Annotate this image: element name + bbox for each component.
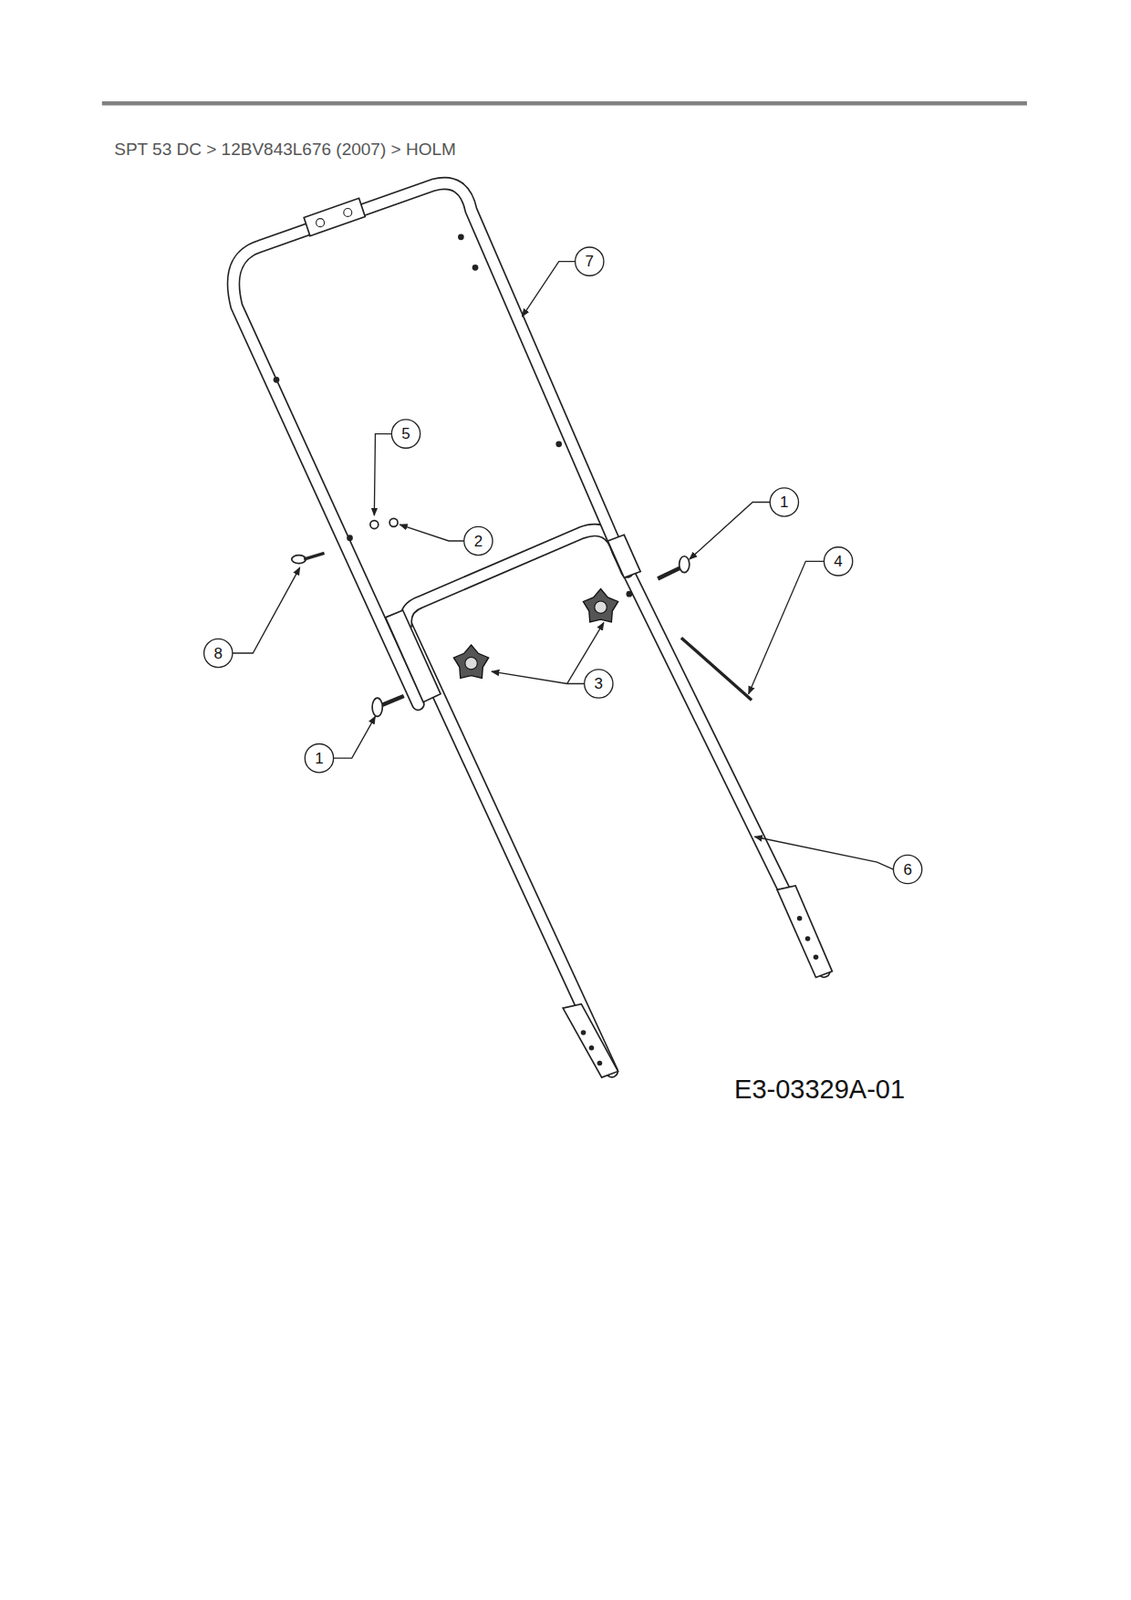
tube-sleeve	[385, 610, 441, 703]
callout-circle	[304, 744, 333, 773]
callout-number: 7	[585, 253, 594, 270]
star-knob	[582, 589, 618, 623]
callout-number: 1	[779, 494, 789, 510]
leader-line	[399, 524, 464, 541]
tube-end-bracket	[777, 885, 832, 978]
leader-line	[689, 502, 770, 561]
leader-line	[754, 836, 893, 870]
leader-line	[333, 715, 376, 758]
tube-hole	[273, 376, 281, 384]
knob-body	[453, 644, 488, 678]
callout-number: 8	[214, 644, 223, 661]
callout-number: 6	[902, 861, 912, 877]
tube-hole	[457, 233, 465, 240]
star-knob	[453, 644, 488, 678]
header-rule	[102, 101, 1028, 105]
tube-hole	[626, 591, 633, 598]
tube-end-bracket	[562, 1004, 618, 1079]
leader-line	[748, 560, 825, 694]
pin-ring	[291, 555, 307, 564]
tube-hole	[472, 264, 479, 271]
lower-handle-tube	[405, 529, 825, 972]
callout-number: 1	[314, 749, 323, 766]
cable-tie	[681, 637, 752, 700]
callout-circle	[464, 526, 493, 555]
tube-sleeve	[607, 534, 641, 578]
bracket-hole	[805, 935, 811, 942]
screw	[370, 520, 379, 530]
callout-number: 4	[833, 552, 842, 569]
bracket-hole	[597, 1060, 603, 1067]
grip-hole	[343, 207, 353, 217]
callout-number: 5	[401, 425, 410, 442]
callout-circle	[391, 419, 420, 448]
bracket-hole	[797, 915, 803, 922]
callout-circle	[823, 547, 852, 576]
grip-hole	[316, 218, 325, 228]
bracket-hole	[581, 1029, 587, 1036]
bolt-head	[679, 556, 690, 573]
leader-line	[373, 434, 392, 516]
callout-circle	[204, 638, 233, 667]
callout-number: 3	[594, 675, 603, 692]
callout-circle	[575, 247, 604, 276]
drawing-number: E3-03329A-01	[734, 1076, 905, 1103]
upper-handle-tube	[233, 183, 628, 705]
bolt-shank	[379, 695, 405, 706]
pin-shank	[303, 552, 324, 560]
knob-body	[582, 589, 618, 623]
knob-hub	[465, 656, 478, 669]
callout-circle	[892, 854, 922, 883]
callout-number: 2	[474, 532, 483, 549]
bolt-shank	[657, 567, 682, 579]
upper-handle-tube	[233, 183, 628, 705]
knob-hub	[594, 601, 607, 613]
callout-circle	[584, 669, 613, 698]
leader-line	[232, 567, 301, 654]
lower-handle-tube	[405, 529, 825, 972]
leader-line	[567, 622, 604, 684]
bracket-hole	[813, 954, 820, 960]
handle-grip	[303, 197, 365, 236]
bolt-head	[372, 697, 383, 716]
breadcrumb-title: SPT 53 DC > 12BV843L676 (2007) > HOLM	[114, 140, 457, 158]
callout-circle	[769, 487, 799, 517]
leader-line	[521, 261, 575, 317]
tube-hole	[346, 534, 353, 541]
bracket-hole	[589, 1045, 595, 1051]
tube-hole	[555, 440, 562, 447]
nut	[389, 518, 398, 527]
